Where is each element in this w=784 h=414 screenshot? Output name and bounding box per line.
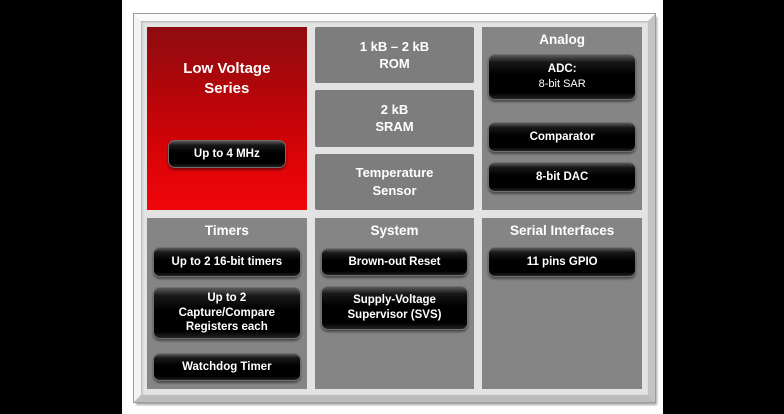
system-panel: System Brown-out Reset Supply-Voltage Su… — [314, 218, 475, 389]
capture-compare-line1: Up to 2 — [207, 291, 247, 304]
block-diagram-frame: Low Voltage Series Up to 4 MHz 1 kB – 2 … — [133, 13, 656, 403]
speed-label: Up to 4 MHz — [193, 147, 260, 160]
capture-compare-button: Up to 2 Capture/Compare Registers each — [153, 287, 301, 339]
series-title: Low Voltage Series — [183, 59, 270, 98]
system-panel-title: System — [370, 223, 419, 238]
dac-label: 8-bit DAC — [535, 170, 589, 183]
serial-interfaces-panel: Serial Interfaces 11 pins GPIO — [482, 218, 642, 389]
comparator-label: Comparator — [529, 130, 595, 143]
low-voltage-series-block: Low Voltage Series Up to 4 MHz — [147, 27, 307, 210]
rom-label: ROM — [379, 56, 410, 72]
serial-interfaces-panel-title: Serial Interfaces — [510, 223, 615, 238]
temperature-sensor-block: Temperature Sensor — [314, 153, 475, 210]
sram-size-label: 2 kB — [380, 101, 409, 117]
svs-label-line1: Supply-Voltage — [353, 294, 436, 307]
adc-label: ADC: — [547, 63, 577, 76]
svs-label-line2: Supervisor (SVS) — [347, 309, 442, 321]
watchdog-timer-button: Watchdog Timer — [153, 353, 301, 381]
timers-panel-title: Timers — [204, 223, 249, 238]
memory-column: 1 kB – 2 kB ROM 2 kB SRAM Temperature Se… — [314, 27, 475, 210]
analog-panel: Analog ADC: 8-bit SAR Comparator 8-bit D… — [482, 27, 642, 210]
comparator-button: Comparator — [488, 122, 636, 152]
capture-compare-line2: Capture/Compare — [178, 306, 276, 319]
dac-button: 8-bit DAC — [488, 162, 636, 192]
brownout-reset-button: Brown-out Reset — [320, 248, 469, 276]
svs-button: Supply-Voltage Supervisor (SVS) — [320, 286, 469, 330]
temperature-label-line1: Temperature — [355, 165, 434, 181]
timer-count-button: Up to 2 16-bit timers — [153, 247, 301, 277]
gpio-button: 11 pins GPIO — [488, 247, 636, 277]
series-title-line2: Series — [204, 79, 250, 97]
sram-block: 2 kB SRAM — [314, 90, 475, 147]
timers-panel: Timers Up to 2 16-bit timers Up to 2 Cap… — [147, 218, 307, 389]
sram-label: SRAM — [375, 119, 414, 135]
rom-block: 1 kB – 2 kB ROM — [314, 27, 475, 84]
temperature-label-line2: Sensor — [372, 182, 417, 198]
letterbox-right — [663, 0, 784, 414]
adc-button: ADC: 8-bit SAR — [488, 54, 636, 100]
rom-size-label: 1 kB – 2 kB — [359, 38, 430, 54]
series-title-line1: Low Voltage — [183, 60, 271, 77]
speed-button: Up to 4 MHz — [167, 140, 286, 168]
capture-compare-line3: Registers each — [185, 321, 268, 334]
brownout-reset-label: Brown-out Reset — [348, 255, 441, 268]
analog-panel-title: Analog — [539, 32, 586, 47]
timer-count-label: Up to 2 16-bit timers — [171, 255, 283, 268]
gpio-label: 11 pins GPIO — [526, 255, 598, 268]
letterbox-left — [0, 0, 122, 414]
adc-sublabel: 8-bit SAR — [538, 78, 586, 91]
watchdog-timer-label: Watchdog Timer — [182, 360, 272, 373]
